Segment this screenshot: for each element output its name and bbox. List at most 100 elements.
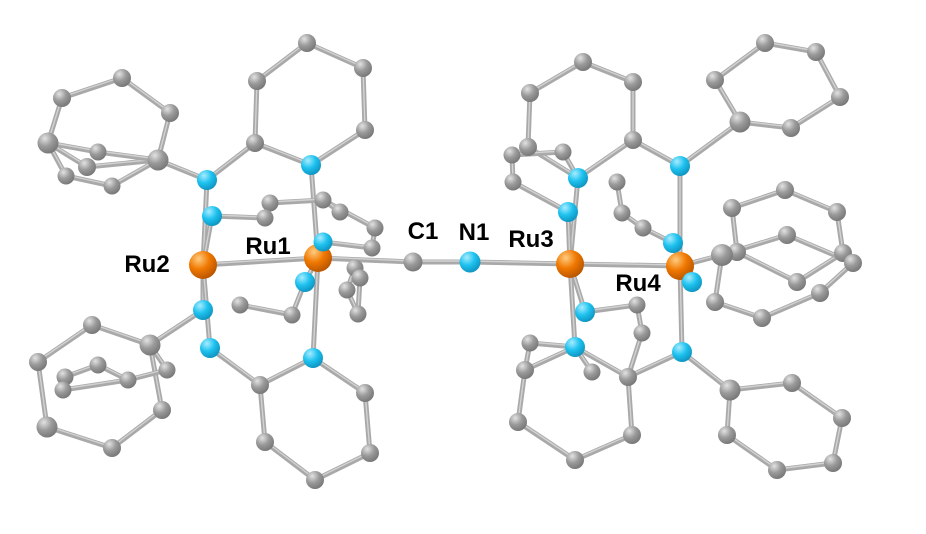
bond-sheen: [202, 256, 319, 265]
atom-C-k4: [811, 284, 829, 302]
bond-sheen: [569, 262, 681, 266]
atom-C-m3: [833, 409, 851, 427]
atom-Ru-Ru3: [556, 250, 584, 278]
atom-C-e5: [54, 381, 72, 399]
atom-C-v6: [634, 219, 652, 237]
atom-N-RN8: [565, 337, 585, 357]
atom-N-LN4: [313, 232, 333, 252]
bond: [119, 75, 173, 116]
atom-C-u1: [261, 194, 279, 212]
bond-sheen: [37, 323, 93, 362]
atom-label-Ru2: Ru2: [124, 251, 169, 278]
atom-C-d3: [36, 416, 58, 438]
bond: [509, 149, 566, 158]
bond: [467, 259, 573, 267]
bond: [567, 261, 683, 269]
atom-C-b2: [53, 89, 71, 107]
atom-C-m6: [718, 426, 736, 444]
atom-C-d2: [29, 353, 47, 371]
atom-N-RN7: [672, 342, 692, 362]
atom-C-g5: [338, 281, 356, 299]
atom-N-LN8: [303, 348, 323, 368]
bond-sheen: [726, 433, 778, 470]
atom-C-l1: [619, 368, 637, 386]
bond-sheen: [679, 120, 741, 166]
atom-C-b6: [161, 104, 179, 122]
bond-sheen: [731, 188, 786, 208]
bond: [147, 307, 206, 348]
atoms: [29, 34, 862, 489]
atom-label-N1: N1: [459, 219, 490, 246]
atom-Ru-Ru2: [189, 251, 217, 279]
bond: [515, 419, 578, 463]
bond-sheen: [269, 198, 324, 203]
bond-sheen: [91, 323, 151, 345]
bond-sheen: [149, 308, 204, 345]
atom-N-LN6: [193, 300, 213, 320]
atom-C-v5: [613, 204, 631, 222]
atom-C-k5: [753, 309, 771, 327]
bond-sheen: [46, 425, 113, 448]
atom-C-j3: [828, 203, 846, 221]
atom-C-j5: [788, 273, 806, 291]
atom-C-v9: [583, 363, 601, 381]
bond-sheen: [312, 256, 319, 358]
bond-sheen: [761, 291, 821, 318]
atom-N-RN4: [670, 156, 690, 176]
bond-sheen: [362, 66, 366, 130]
atom-C-l4: [509, 413, 527, 431]
atom-C-b5: [147, 149, 169, 171]
atom-N-RN3: [663, 233, 683, 253]
bond: [724, 432, 780, 473]
atom-C-u5: [366, 219, 384, 237]
bond: [572, 344, 631, 380]
bond-sheen: [529, 60, 584, 93]
bond: [788, 94, 843, 131]
atom-C-h5: [519, 138, 537, 156]
atom-C-l3: [566, 451, 584, 469]
atom-C-b4: [78, 158, 96, 176]
bond-sheen: [784, 188, 838, 212]
atom-C-k6: [706, 293, 724, 311]
bond: [789, 380, 845, 421]
atom-C-v8: [633, 324, 651, 342]
atom-C-m1: [719, 379, 741, 401]
bond-sheen: [729, 381, 793, 390]
atom-label-Ru1: Ru1: [245, 233, 290, 260]
bond: [310, 355, 368, 396]
atom-C-i5: [831, 88, 849, 106]
atom-C-a3: [298, 34, 316, 52]
atom-C-m4: [824, 454, 842, 472]
bond: [200, 255, 321, 268]
bond-sheen: [364, 391, 371, 453]
atom-C-a5: [356, 121, 374, 139]
atom-label-Ru3: Ru3: [508, 226, 553, 253]
bond: [204, 140, 258, 183]
bond-sheen: [306, 41, 364, 68]
atom-C-k2: [778, 226, 796, 244]
atom-C-v2: [504, 173, 522, 191]
bond: [35, 322, 95, 365]
bond-sheen: [239, 303, 293, 315]
atom-C-g3: [231, 296, 249, 314]
atom-C-e3: [119, 371, 137, 389]
bond: [510, 179, 571, 215]
atom-C-j2: [776, 181, 794, 199]
atom-C-v1: [503, 146, 521, 164]
atom-C-v10: [521, 334, 539, 352]
bond-sheen: [776, 461, 834, 470]
atom-Ru-Ru4: [666, 252, 694, 280]
atom-C-a1: [246, 134, 264, 152]
atom-C-c2: [57, 167, 75, 185]
atom-C-a4: [354, 59, 372, 77]
atom-C-g4: [283, 306, 301, 324]
atom-C-v4: [608, 173, 626, 191]
atom-C-b1: [113, 69, 131, 87]
atom-C-u2: [314, 191, 332, 209]
bond: [254, 40, 310, 84]
bond: [109, 407, 165, 451]
bond-sheen: [254, 141, 312, 165]
